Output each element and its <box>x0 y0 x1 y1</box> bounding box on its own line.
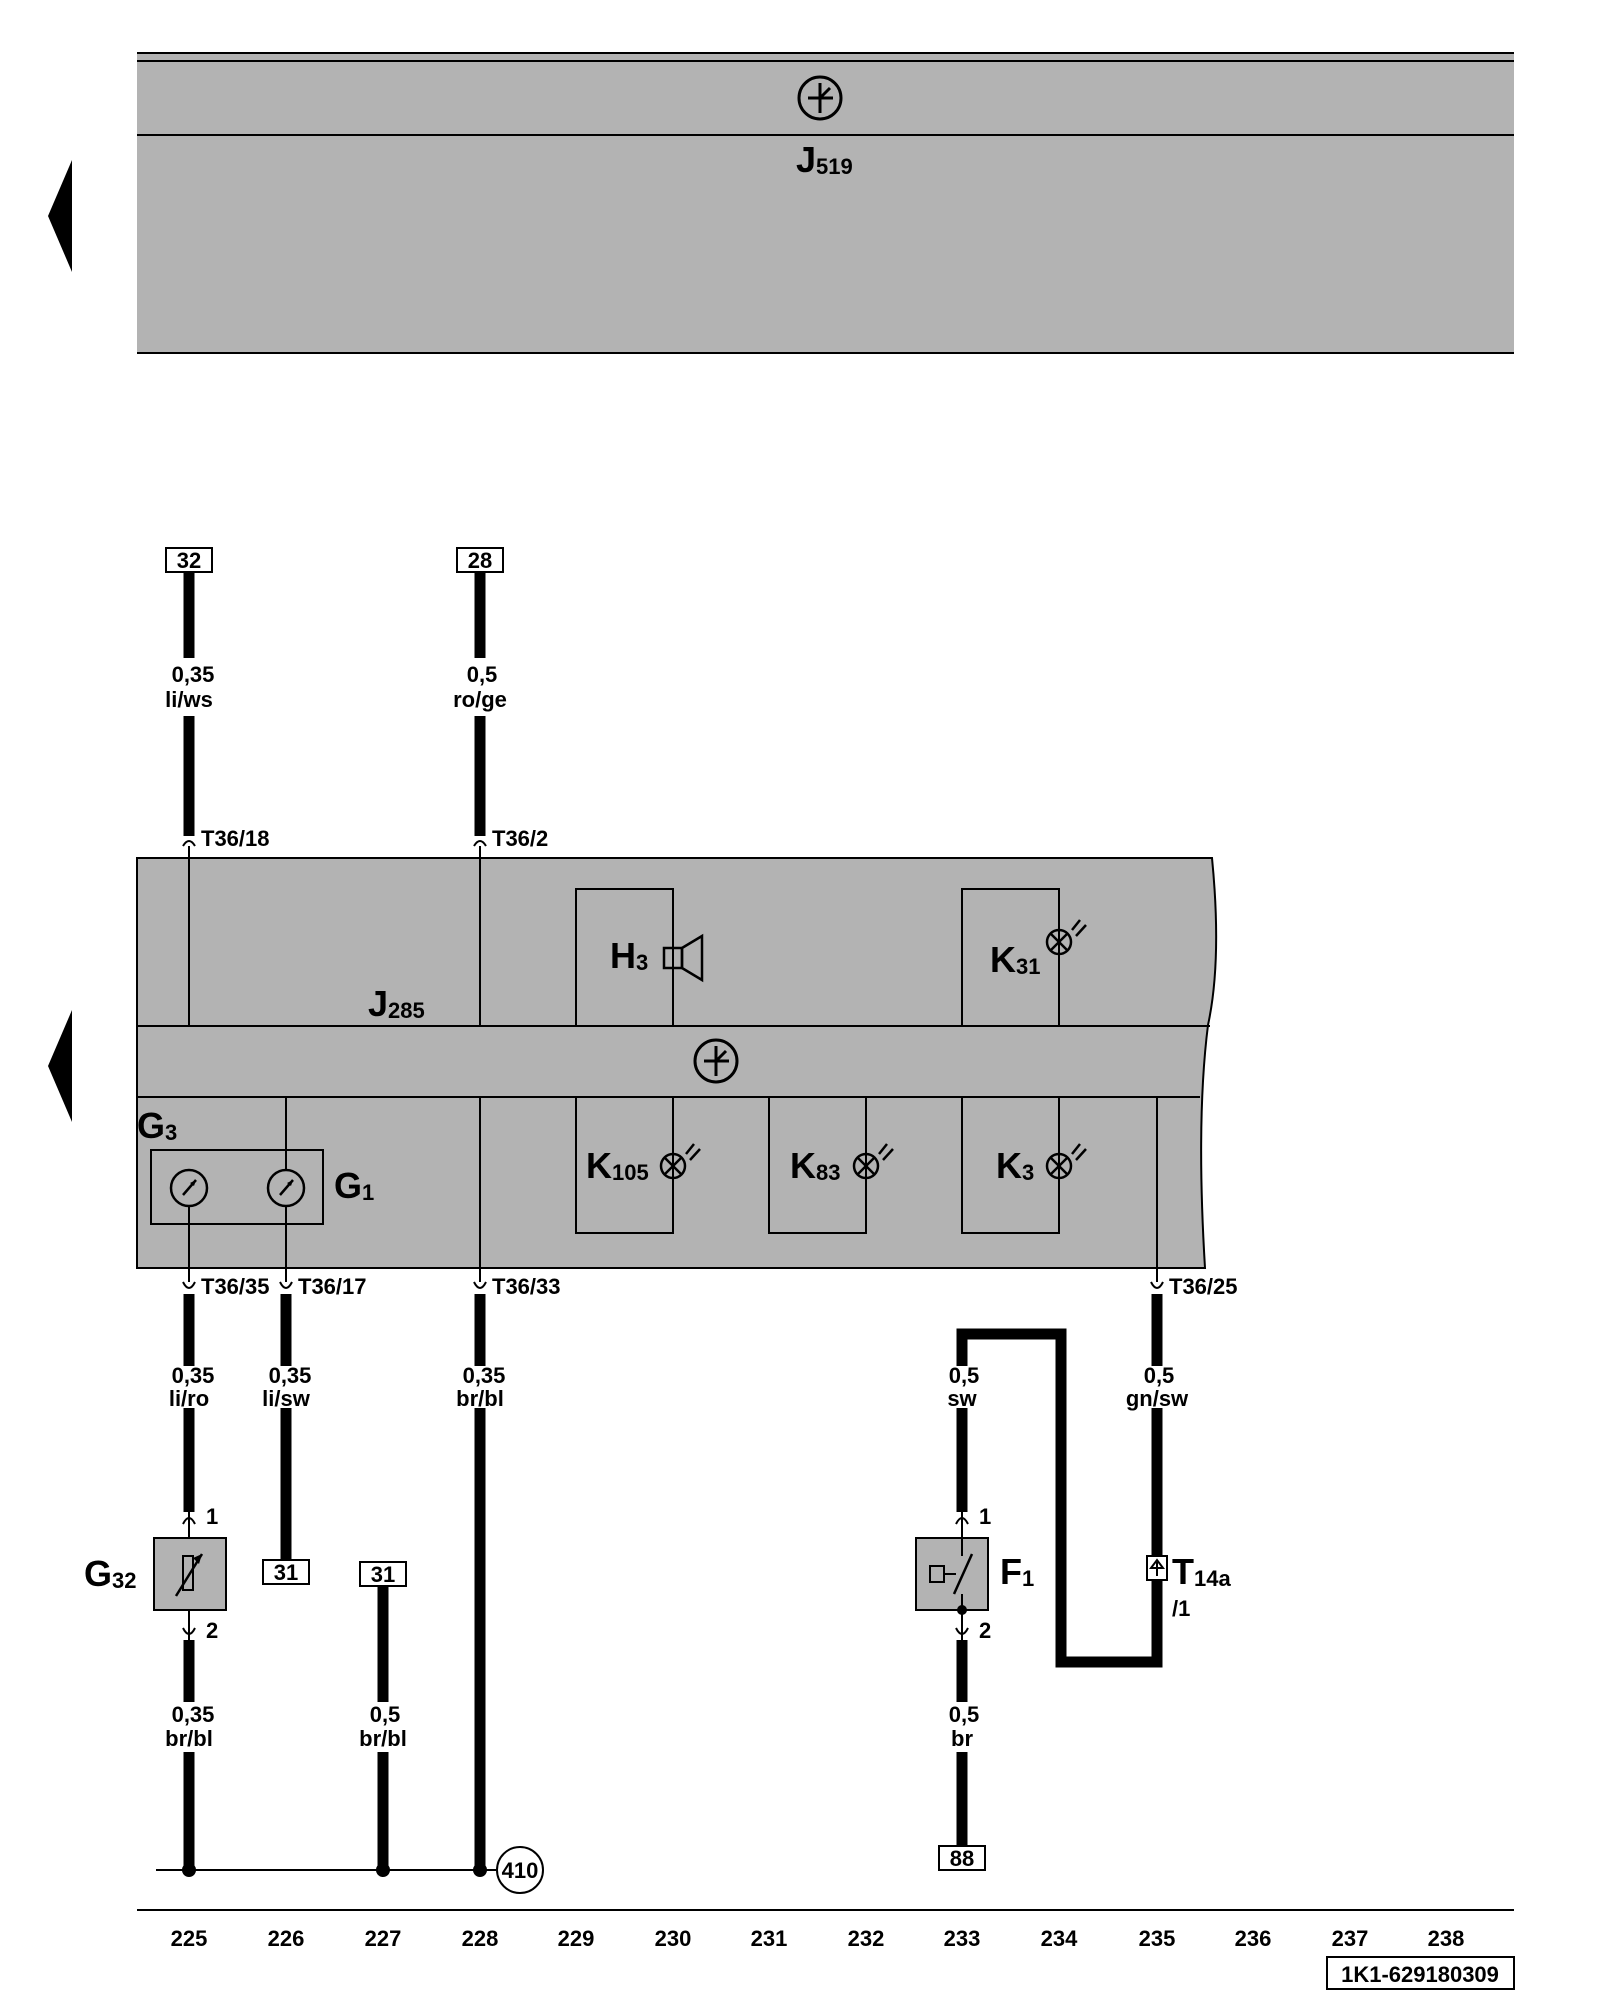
warning-lamp-k31: K31 <box>961 888 1060 1027</box>
component-k83-label: K83 <box>790 1145 840 1186</box>
column-number: 232 <box>848 1926 885 1951</box>
column-number: 238 <box>1428 1926 1465 1951</box>
svg-text:1K1-629180309: 1K1-629180309 <box>1341 1962 1499 1987</box>
wire-color: sw <box>947 1386 977 1411</box>
svg-text:410: 410 <box>502 1858 539 1883</box>
svg-text:31: 31 <box>371 1562 395 1587</box>
document-code: 1K1-629180309 <box>1326 1956 1515 1990</box>
column-number: 231 <box>751 1926 788 1951</box>
pin-number: 2 <box>206 1618 218 1643</box>
reference-box[interactable]: 88 <box>938 1845 986 1871</box>
gauge-icon <box>169 1168 209 1208</box>
column-number: 228 <box>462 1926 499 1951</box>
reference-box[interactable]: 31 <box>262 1559 310 1585</box>
pin-number: 1 <box>979 1504 991 1529</box>
connector-pin-icons <box>182 840 1164 1635</box>
reference-box[interactable]: 31 <box>359 1561 407 1587</box>
component-t14a-pin: /1 <box>1172 1596 1190 1621</box>
wire-gauge: 0,5 <box>949 1363 980 1388</box>
column-number: 229 <box>558 1926 595 1951</box>
column-number: 237 <box>1332 1926 1369 1951</box>
connector-label: T36/35 <box>201 1274 270 1299</box>
column-numbers: 225 226 227 228 229 230 231 232 233 234 … <box>171 1926 1465 1951</box>
connector-t14a: T14a /1 <box>1146 1551 1231 1621</box>
pin-number: 2 <box>979 1618 991 1643</box>
component-g32-label: G32 <box>84 1553 137 1594</box>
connector-label: T36/18 <box>201 826 270 851</box>
lamp-icon <box>1045 919 1087 956</box>
module-j519-label: J519 <box>796 139 853 180</box>
column-number: 226 <box>268 1926 305 1951</box>
prev-page-arrow-icon[interactable] <box>48 1010 72 1122</box>
wire-color: br/bl <box>165 1726 213 1751</box>
wire-color: li/sw <box>262 1386 311 1411</box>
column-number: 235 <box>1139 1926 1176 1951</box>
svg-text:28: 28 <box>468 548 492 573</box>
column-number: 230 <box>655 1926 692 1951</box>
wire-gauge: 0,5 <box>467 662 498 687</box>
component-k31-label: K31 <box>990 939 1040 980</box>
speaker-icon <box>680 933 704 983</box>
connector-label: T36/25 <box>1169 1274 1238 1299</box>
module-j285-label: J285 <box>368 983 425 1024</box>
wire-color: ro/ge <box>453 687 507 712</box>
wire-labels: 0,35 li/ws 0,5 ro/ge 0,35 li/ro 0,35 li/… <box>150 658 1202 1752</box>
control-unit-icon <box>693 1038 739 1084</box>
ground-point-410[interactable]: 410 <box>182 1846 544 1894</box>
control-unit-icon <box>797 75 843 121</box>
wire-gauge: 0,35 <box>172 662 215 687</box>
svg-text:31: 31 <box>274 1560 298 1585</box>
wire-gauge: 0,5 <box>370 1702 401 1727</box>
wire-color: gn/sw <box>1126 1386 1189 1411</box>
wire-gauge: 0,35 <box>172 1363 215 1388</box>
wire-color: br/bl <box>359 1726 407 1751</box>
switch-f1: F1 <box>915 1512 1034 1640</box>
lamp-icon <box>852 1143 894 1180</box>
component-k105-label: K105 <box>586 1145 649 1186</box>
wire-gauge: 0,35 <box>269 1363 312 1388</box>
connector-label: T36/17 <box>298 1274 367 1299</box>
component-g3-label: G3 <box>137 1105 177 1146</box>
wire-gauge: 0,5 <box>949 1702 980 1727</box>
svg-text:88: 88 <box>950 1846 974 1871</box>
lamp-icon <box>659 1143 701 1180</box>
module-j285: J285 H3 K31 G3 G1 K105 K83 <box>136 857 1218 1269</box>
gauge-group-g3-g1: G3 G1 <box>137 1105 374 1225</box>
connector-label: T36/2 <box>492 826 548 851</box>
sender-g32: G32 <box>84 1512 227 1640</box>
wire-gauge: 0,35 <box>172 1702 215 1727</box>
gauge-icon <box>266 1168 306 1208</box>
wire-color: br <box>951 1726 973 1751</box>
reference-box[interactable]: 28 <box>456 547 504 573</box>
column-number: 234 <box>1041 1926 1078 1951</box>
wire-color: br/bl <box>456 1386 504 1411</box>
wire-color: li/ro <box>169 1386 209 1411</box>
component-f1-label: F1 <box>1000 1551 1034 1592</box>
wire-color: li/ws <box>165 687 213 712</box>
component-h3-label: H3 <box>610 935 648 976</box>
prev-page-arrow-icon[interactable] <box>48 160 72 272</box>
column-number: 227 <box>365 1926 402 1951</box>
wires <box>156 572 1163 1871</box>
component-g1-label: G1 <box>334 1165 374 1206</box>
svg-text:32: 32 <box>177 548 201 573</box>
wire-gauge: 0,35 <box>463 1363 506 1388</box>
column-number: 225 <box>171 1926 208 1951</box>
lamp-icon <box>1045 1143 1087 1180</box>
module-j519: J519 <box>137 52 1514 354</box>
warning-lamp-k3: K3 <box>961 1096 1060 1234</box>
wire-gauge: 0,5 <box>1144 1363 1175 1388</box>
reference-box[interactable]: 32 <box>165 547 213 573</box>
connector-labels: T36/18 T36/2 T36/35 T36/17 T36/33 T36/25 <box>201 826 1238 1299</box>
connector-label: T36/33 <box>492 1274 561 1299</box>
column-number: 236 <box>1235 1926 1272 1951</box>
component-k3-label: K3 <box>996 1145 1034 1186</box>
pin-number: 1 <box>206 1504 218 1529</box>
pin-numbers: 1 2 1 2 <box>206 1504 991 1643</box>
component-t14a-label: T14a <box>1172 1551 1231 1592</box>
column-number: 233 <box>944 1926 981 1951</box>
